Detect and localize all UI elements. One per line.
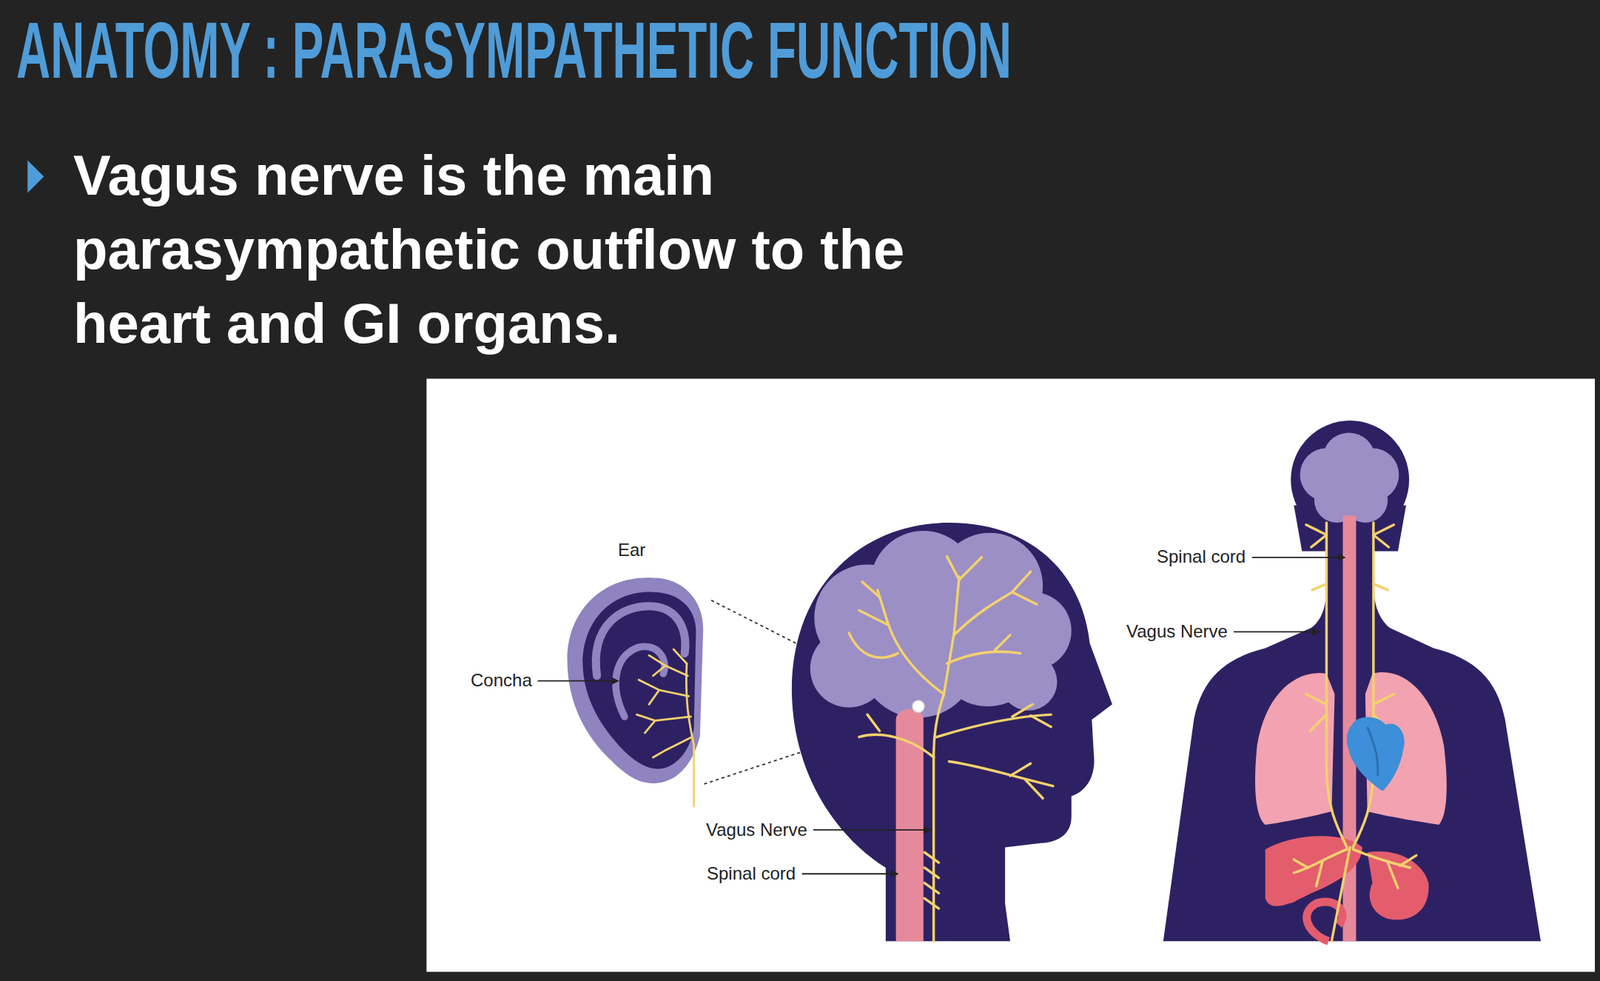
body-figure bbox=[1312, 583, 1327, 590]
head-figure bbox=[877, 589, 945, 695]
head-figure bbox=[947, 555, 960, 580]
body-figure bbox=[1373, 524, 1395, 536]
body-figure bbox=[1400, 854, 1417, 866]
ear-figure bbox=[673, 649, 687, 664]
head-figure bbox=[791, 522, 1113, 941]
body-figure bbox=[1373, 583, 1388, 590]
ear-figure bbox=[652, 665, 666, 676]
head-figure bbox=[859, 610, 889, 625]
image-panel bbox=[426, 378, 1595, 972]
head-figure bbox=[1012, 592, 1037, 605]
part-label: Spinal cord bbox=[1156, 546, 1246, 568]
body-figure bbox=[1316, 861, 1323, 886]
head-figure bbox=[924, 867, 939, 878]
body-figure bbox=[1373, 694, 1395, 705]
head-figure bbox=[848, 632, 898, 658]
body-figure bbox=[1373, 534, 1390, 547]
leader-line bbox=[538, 557, 1346, 874]
head-figure bbox=[924, 897, 939, 909]
head-figure bbox=[896, 708, 924, 942]
ear-figure bbox=[567, 577, 704, 806]
head-figure bbox=[1030, 715, 1052, 727]
ear-figure bbox=[595, 606, 686, 676]
head-figure bbox=[953, 592, 1013, 635]
head-figure bbox=[947, 651, 1021, 664]
body-figure bbox=[1306, 694, 1327, 705]
body-figure bbox=[1326, 522, 1347, 847]
head-figure bbox=[848, 555, 1054, 941]
head-figure bbox=[948, 761, 1054, 786]
head-figure bbox=[933, 576, 960, 941]
body-figure bbox=[1163, 420, 1541, 941]
leader-line bbox=[802, 872, 899, 875]
part-label: Vagus Nerve bbox=[1126, 620, 1228, 643]
leader-line bbox=[813, 828, 931, 831]
body-figure bbox=[1275, 884, 1301, 903]
head-figure bbox=[924, 851, 939, 863]
ear-figure bbox=[686, 663, 694, 806]
head-figure bbox=[810, 530, 1072, 718]
leader-line bbox=[1233, 631, 1320, 633]
bullet-triangle bbox=[27, 159, 44, 193]
part-label: Spinal cord bbox=[706, 862, 796, 885]
body-figure bbox=[1293, 859, 1308, 868]
ear-figure bbox=[636, 714, 691, 721]
head-figure bbox=[1010, 762, 1031, 776]
ear-figure bbox=[644, 720, 655, 733]
head-figure bbox=[936, 714, 1051, 737]
head-figure bbox=[867, 714, 880, 731]
body-figure bbox=[1367, 851, 1430, 920]
body-figure bbox=[1346, 717, 1405, 792]
body-figure bbox=[1309, 714, 1327, 731]
part-label: Ear bbox=[617, 539, 646, 561]
body-figure bbox=[1293, 522, 1416, 941]
body-figure bbox=[1352, 522, 1374, 847]
head-figure bbox=[862, 581, 880, 598]
part-label: Vagus Nerve bbox=[706, 819, 808, 841]
head-figure bbox=[791, 522, 1113, 941]
body-figure bbox=[1367, 726, 1378, 776]
head-figure bbox=[1012, 703, 1034, 717]
slide-title: ANATOMY : PARASYMPATHETIC FUNCTION bbox=[16, 10, 1600, 91]
head-figure bbox=[999, 652, 1057, 710]
ear-figure bbox=[652, 736, 692, 758]
head-figure bbox=[859, 734, 934, 758]
head-figure bbox=[959, 557, 982, 580]
slide-title-text: ANATOMY : PARASYMPATHETIC FUNCTION bbox=[16, 10, 1012, 91]
body-figure bbox=[1255, 672, 1335, 825]
body-figure bbox=[1331, 846, 1350, 941]
ear-figure bbox=[649, 689, 660, 704]
body-figure bbox=[1306, 524, 1327, 536]
ear-figure bbox=[638, 679, 689, 696]
head-figure bbox=[924, 882, 939, 894]
head-figure bbox=[1025, 779, 1043, 798]
body-figure bbox=[1387, 862, 1398, 888]
head-figure bbox=[912, 700, 926, 713]
part-label: Concha bbox=[470, 669, 533, 692]
leader-line bbox=[538, 680, 619, 682]
leader-line bbox=[1252, 556, 1345, 559]
head-figure bbox=[1012, 571, 1031, 593]
ear-figure bbox=[636, 649, 694, 806]
head-figure bbox=[994, 634, 1011, 651]
bullet-text: Vagus nerve is the main parasympathetic … bbox=[73, 138, 1006, 361]
body-figure bbox=[1311, 534, 1327, 547]
body-figure bbox=[1300, 432, 1400, 523]
